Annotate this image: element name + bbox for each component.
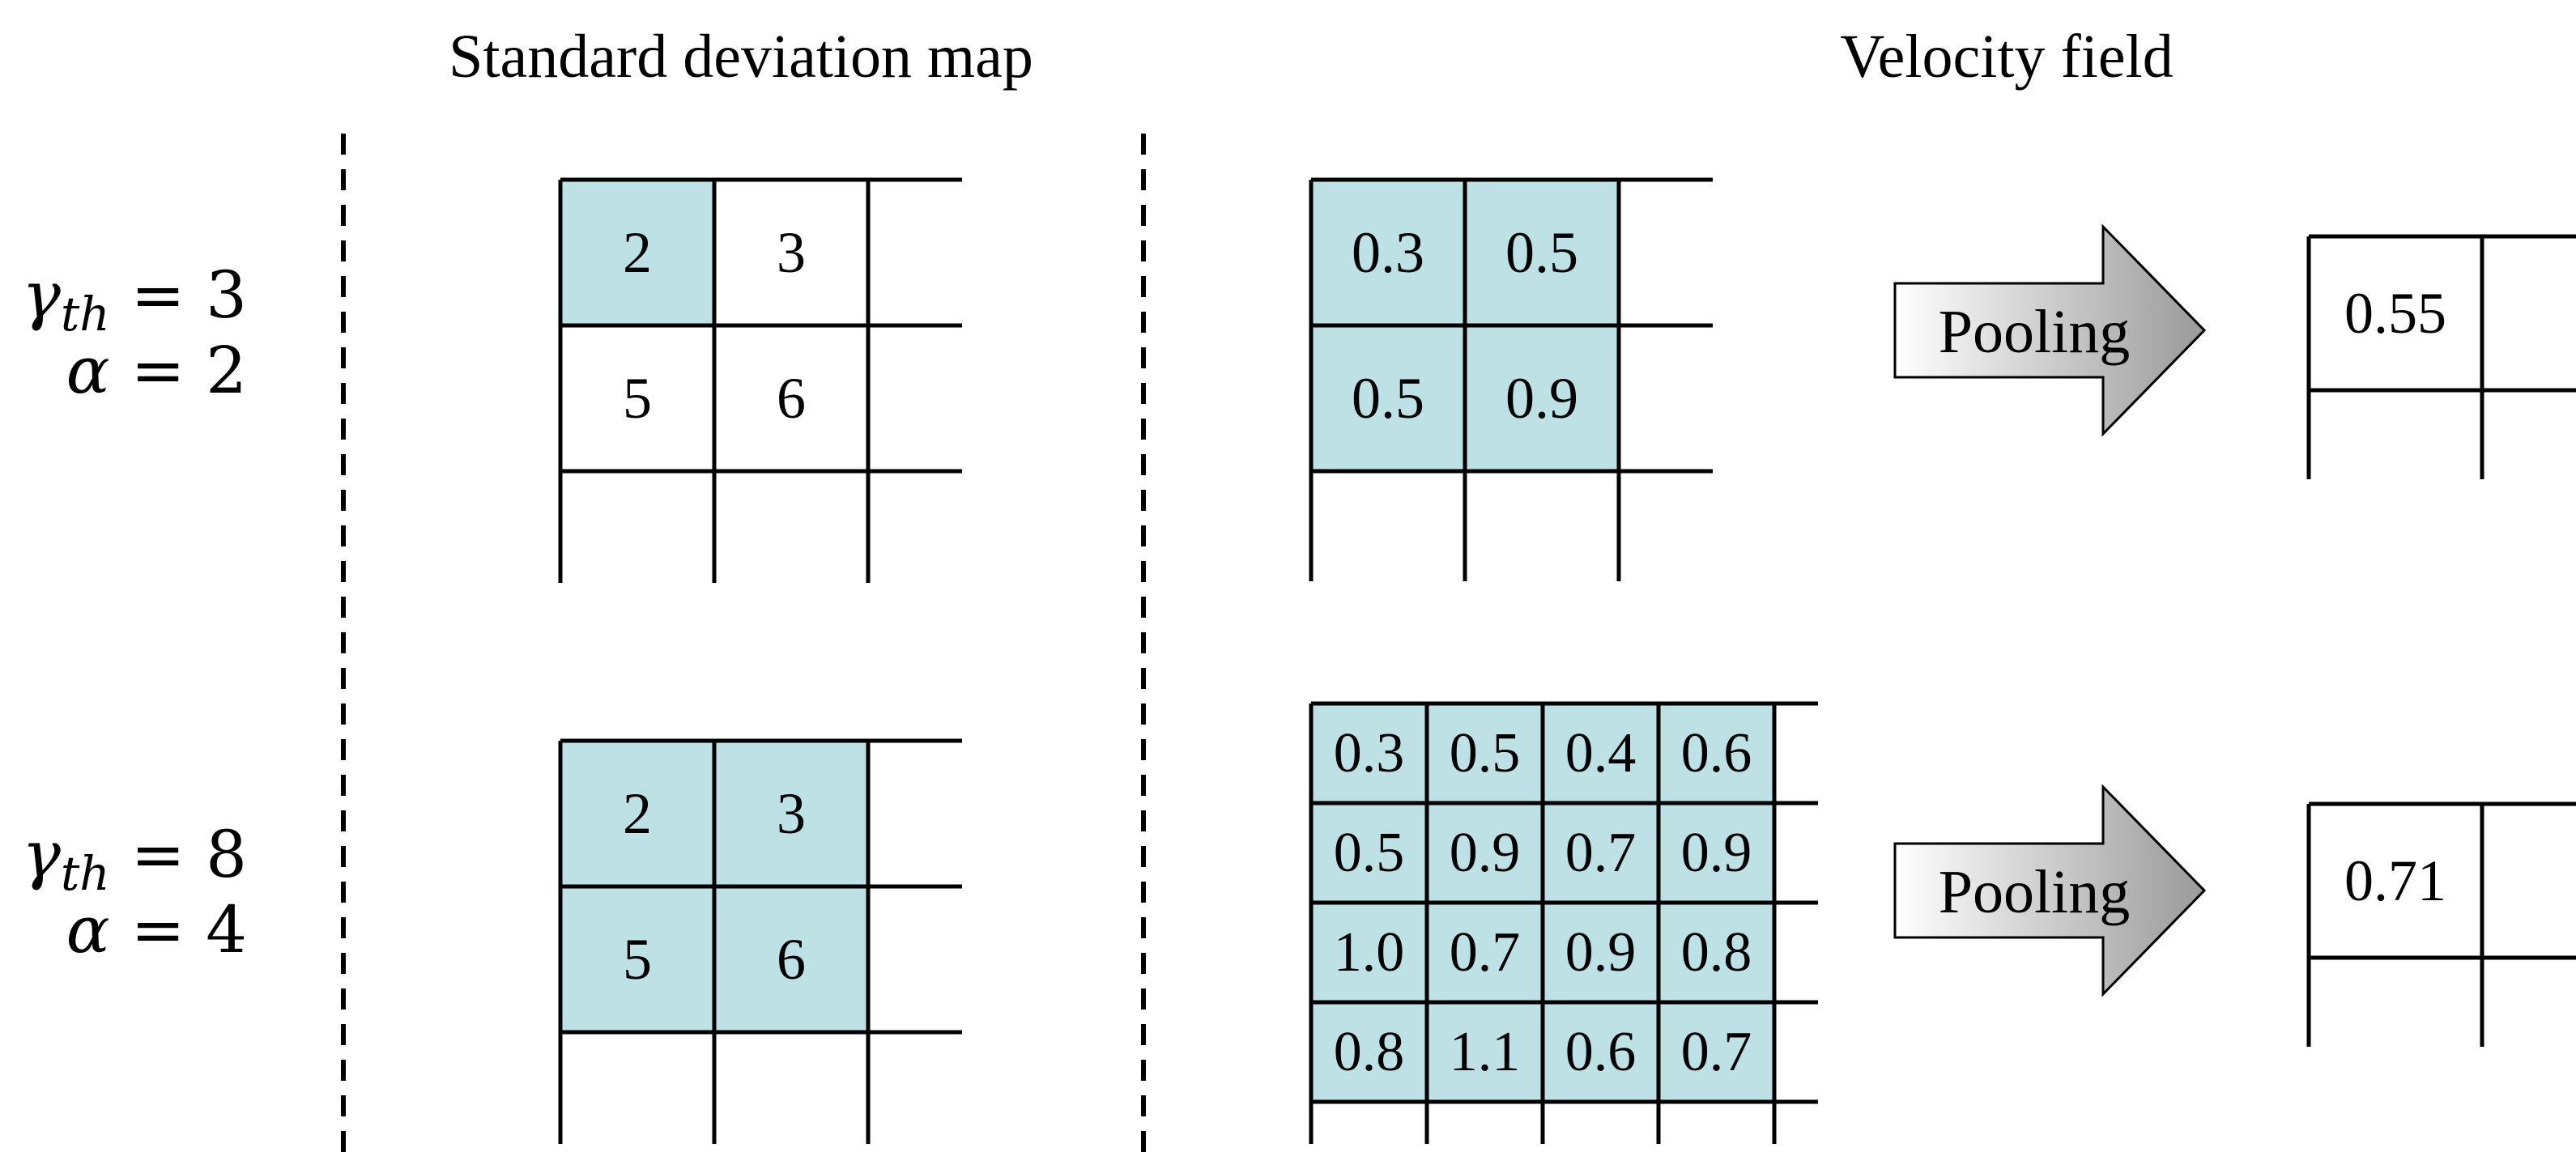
row1-std-grid-cell-fill (560, 180, 714, 325)
row2-velocity-grid-cell-value: 0.3 (1334, 722, 1405, 784)
row1-velocity-grid-cell-fill (1465, 325, 1619, 471)
row2-velocity-grid-cell-fill (1427, 903, 1543, 1002)
row1-gamma-label: γth= 3 (22, 257, 247, 342)
row2-velocity-grid-cell-fill (1543, 803, 1658, 903)
row1-pooled-grid-cell-value: 0.55 (2344, 281, 2446, 346)
row1-parameters: γth= 3 α= 2 (22, 257, 247, 408)
std-map-header: Standard deviation map (449, 23, 1033, 91)
row2-pooling-arrow-label: Pooling (1939, 858, 2131, 926)
row2-velocity-grid-cell-value: 0.4 (1565, 722, 1637, 784)
row1-std-grid: 2 3 5 6 (558, 177, 962, 583)
row2-velocity-grid-cell-value: 0.7 (1565, 822, 1637, 884)
row2-velocity-grid: 0.3 0.5 0.4 0.6 0.5 0.9 0.7 0.9 1.0 0.7 0.9 0.8 0.8 1… (1309, 701, 1818, 1144)
row2-velocity-grid-cell-fill (1427, 704, 1543, 803)
row2-velocity-grid-cell-value: 0.6 (1565, 1021, 1637, 1083)
row1-pooling-arrow: Pooling (1893, 223, 2207, 437)
row1-velocity-grid-cell-value: 0.5 (1352, 366, 1424, 431)
row1-velocity-grid-cell-value: 0.9 (1505, 366, 1578, 431)
row2-velocity-grid-cell-value: 0.8 (1681, 921, 1752, 984)
row2-velocity-grid-cell-fill (1543, 704, 1658, 803)
row2-velocity-grid-cell-fill (1311, 803, 1427, 903)
row1-velocity-grid-cell-fill (1311, 325, 1465, 471)
row2-std-grid-cell-value: 2 (623, 781, 652, 846)
row1-pooled-grid: 0.55 (2306, 234, 2576, 479)
row2-velocity-grid-cell-value: 0.9 (1450, 822, 1521, 884)
row2-velocity-grid-cell-value: 0.8 (1334, 1021, 1405, 1083)
row1-alpha-label: α= 2 (66, 333, 247, 408)
row2-velocity-grid-cell-fill (1311, 903, 1427, 1002)
row1-std-grid-cell-value: 6 (777, 366, 806, 431)
row2-velocity-grid-cell-value: 0.9 (1565, 921, 1637, 984)
row2-velocity-grid-cell-value: 1.1 (1450, 1021, 1521, 1083)
row2-velocity-grid-cell-fill (1311, 1002, 1427, 1102)
row2-pooled-grid: 0.71 (2306, 801, 2576, 1047)
row2-velocity-grid-cell-value: 1.0 (1334, 921, 1405, 984)
row2-pooled-grid-cell-value: 0.71 (2344, 848, 2446, 913)
row1-velocity-grid-cell-value: 0.5 (1505, 220, 1578, 285)
row2-std-grid-cell-fill (560, 886, 714, 1032)
velocity-field-header: Velocity field (1840, 23, 2174, 91)
row1-std-grid-cell-value: 3 (777, 220, 806, 285)
row2-velocity-grid-cell-fill (1543, 1002, 1658, 1102)
row2-pooling-arrow: Pooling (1893, 784, 2207, 997)
row2-std-grid-cell-fill (714, 886, 868, 1032)
row1-pooling-arrow-label: Pooling (1939, 298, 2131, 366)
row1-velocity-grid-cell-fill (1311, 180, 1465, 325)
row2-velocity-grid-cell-fill (1543, 903, 1658, 1002)
row2-velocity-grid-cell-value: 0.7 (1450, 921, 1521, 984)
row2-velocity-grid-cell-fill (1427, 803, 1543, 903)
row2-velocity-grid-cell-fill (1427, 1002, 1543, 1102)
row2-velocity-grid-cell-value: 0.9 (1681, 822, 1752, 884)
row2-velocity-grid-cell-value: 0.7 (1681, 1021, 1752, 1083)
row1-velocity-grid-cell-value: 0.3 (1352, 220, 1424, 285)
row2-alpha-label: α= 4 (66, 892, 247, 967)
row2-velocity-grid-cell-fill (1658, 704, 1774, 803)
row2-std-grid-cell-fill (714, 741, 868, 886)
row2-velocity-grid-cell-value: 0.5 (1334, 822, 1405, 884)
row2-std-grid-cell-value: 6 (777, 927, 806, 992)
row2-std-grid: 2 3 5 6 (558, 738, 962, 1144)
row1-std-grid-cell-value: 2 (623, 220, 652, 285)
row1-std-grid-cell-value: 5 (623, 366, 652, 431)
row2-pooling-arrow-shape (1893, 784, 2207, 997)
row1-velocity-grid: 0.3 0.5 0.5 0.9 (1309, 177, 1713, 581)
row1-pooling-arrow-shape (1893, 223, 2207, 437)
row2-velocity-grid-cell-fill (1658, 1002, 1774, 1102)
row2-velocity-grid-cell-value: 0.6 (1681, 722, 1752, 784)
row2-std-grid-cell-fill (560, 741, 714, 886)
row2-velocity-grid-cell-fill (1658, 903, 1774, 1002)
row2-velocity-grid-cell-fill (1311, 704, 1427, 803)
row2-parameters: γth= 8 α= 4 (22, 817, 247, 967)
row2-std-grid-cell-value: 3 (777, 781, 806, 846)
row2-velocity-grid-cell-value: 0.5 (1450, 722, 1521, 784)
row1-velocity-grid-cell-fill (1465, 180, 1619, 325)
row2-gamma-label: γth= 8 (22, 817, 247, 901)
row2-velocity-grid-cell-fill (1658, 803, 1774, 903)
row2-std-grid-cell-value: 5 (623, 927, 652, 992)
